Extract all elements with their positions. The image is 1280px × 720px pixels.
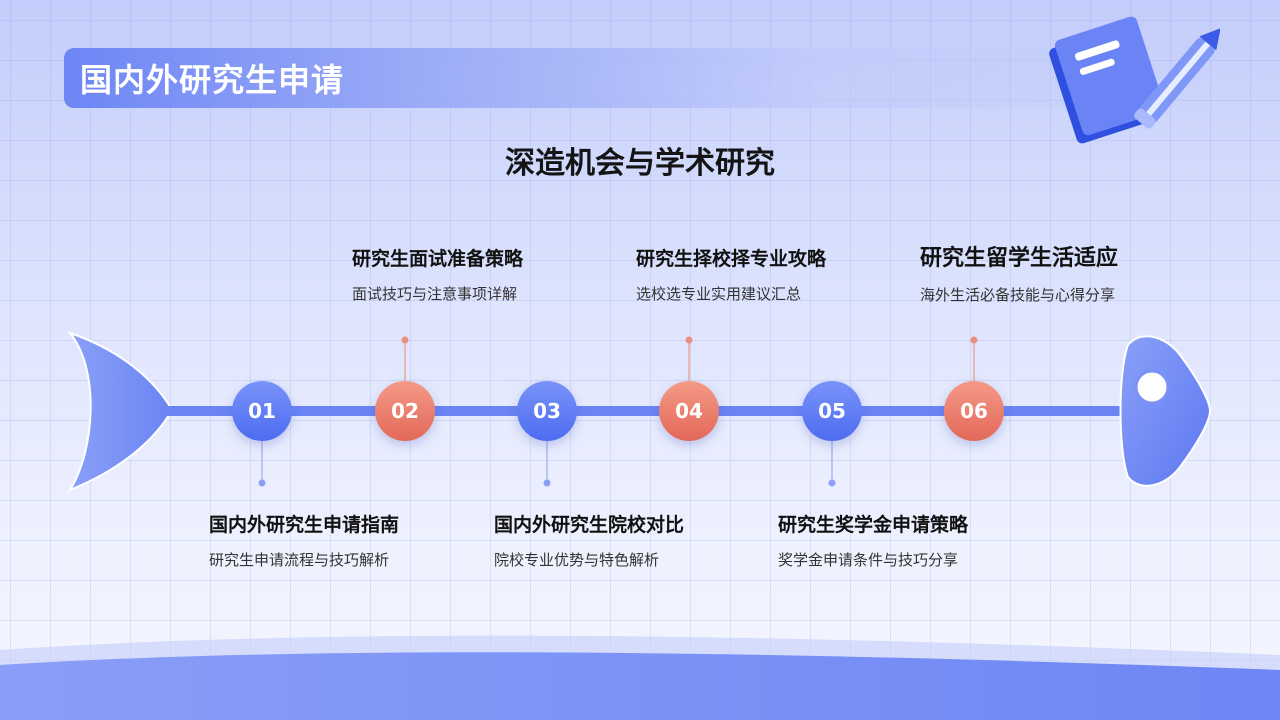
item-desc: 院校专业优势与特色解析 bbox=[494, 549, 794, 570]
item-desc: 选校选专业实用建议汇总 bbox=[636, 283, 936, 304]
node-05: 05 bbox=[802, 381, 862, 441]
item-title: 研究生面试准备策略 bbox=[352, 244, 652, 271]
fish-eye bbox=[1136, 371, 1168, 403]
item-title: 国内外研究生院校对比 bbox=[494, 510, 794, 537]
item-04: 研究生择校择专业攻略 选校选专业实用建议汇总 bbox=[636, 244, 936, 304]
item-03: 国内外研究生院校对比 院校专业优势与特色解析 bbox=[494, 510, 794, 570]
item-desc: 海外生活必备技能与心得分享 bbox=[920, 284, 1220, 305]
item-desc: 研究生申请流程与技巧解析 bbox=[209, 549, 509, 570]
fish-head bbox=[1121, 336, 1211, 485]
fish-tail bbox=[70, 333, 172, 490]
item-desc: 奖学金申请条件与技巧分享 bbox=[778, 549, 1078, 570]
node-06: 06 bbox=[944, 381, 1004, 441]
node-03: 03 bbox=[517, 381, 577, 441]
item-title: 研究生择校择专业攻略 bbox=[636, 244, 936, 271]
node-01: 01 bbox=[232, 381, 292, 441]
item-05: 研究生奖学金申请策略 奖学金申请条件与技巧分享 bbox=[778, 510, 1078, 570]
item-02: 研究生面试准备策略 面试技巧与注意事项详解 bbox=[352, 244, 652, 304]
item-desc: 面试技巧与注意事项详解 bbox=[352, 283, 652, 304]
node-04: 04 bbox=[659, 381, 719, 441]
item-01: 国内外研究生申请指南 研究生申请流程与技巧解析 bbox=[209, 510, 509, 570]
node-02: 02 bbox=[375, 381, 435, 441]
item-title: 研究生奖学金申请策略 bbox=[778, 510, 1078, 537]
item-title: 研究生留学生活适应 bbox=[920, 240, 1220, 272]
item-06: 研究生留学生活适应 海外生活必备技能与心得分享 bbox=[920, 240, 1220, 305]
item-title: 国内外研究生申请指南 bbox=[209, 510, 509, 537]
